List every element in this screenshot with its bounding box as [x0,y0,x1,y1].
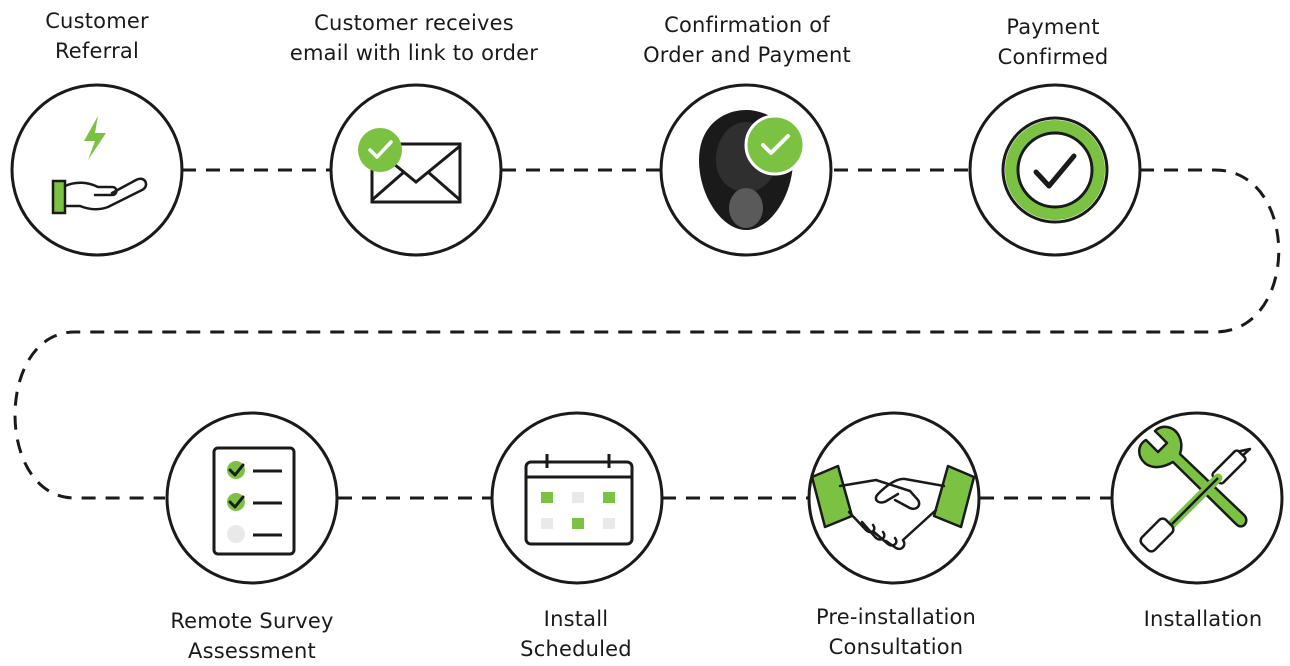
email-check-icon [358,128,462,204]
step-3-node [659,83,833,257]
checklist-icon [212,446,296,556]
step-6-node [490,411,664,585]
step-4-node [968,83,1142,257]
charger-check-icon [699,110,806,230]
wrench-screwdriver-icon [1138,425,1252,553]
hand-lightning-icon [51,116,148,215]
step-8-node [1110,411,1284,585]
handshake-icon [810,464,976,551]
step-8-label: Installation [1143,607,1263,631]
step-7-node [807,411,981,585]
step-1-node [10,83,184,257]
check-circle-icon [1001,116,1109,224]
calendar-icon [524,454,634,546]
step-5-node [165,411,339,585]
step-2-node [329,83,503,257]
connector-path [13,168,1281,500]
